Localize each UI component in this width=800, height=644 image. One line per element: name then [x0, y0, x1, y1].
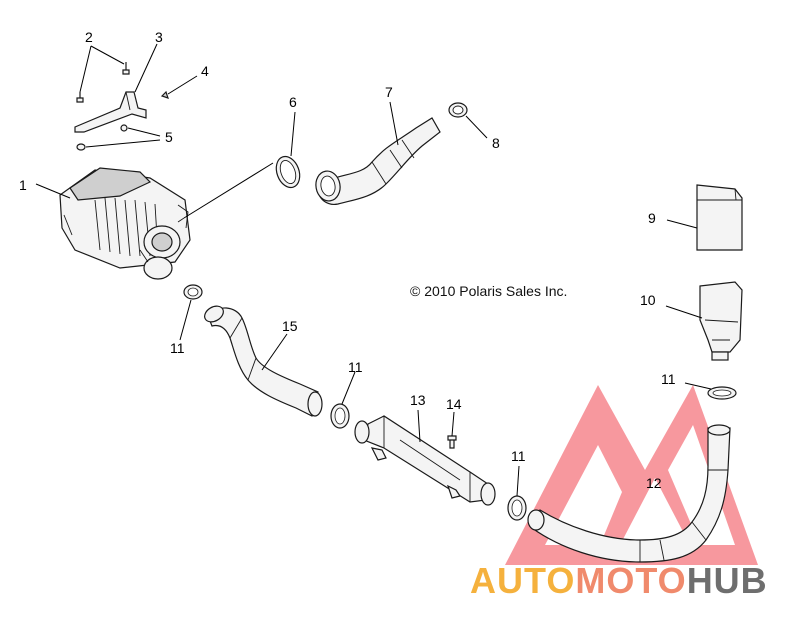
snorkel-part	[699, 281, 743, 361]
callout-14: 14	[446, 396, 462, 412]
leader-lines	[35, 43, 712, 497]
nut-part	[76, 90, 169, 151]
watermark-text: AUTOMOTOHUB	[470, 560, 768, 601]
copyright-notice: © 2010 Polaris Sales Inc.	[410, 283, 567, 299]
watermark-triangle-icon	[505, 385, 758, 565]
callout-4: 4	[201, 63, 209, 79]
callout-6: 6	[289, 94, 297, 110]
callout-1: 1	[19, 177, 27, 193]
watermark-moto: MOTO	[575, 560, 686, 601]
clamp-part-11	[183, 284, 737, 521]
callout-15: 15	[282, 318, 298, 334]
callout-7: 7	[385, 84, 393, 100]
watermark-logo	[505, 385, 758, 565]
bolt-part	[76, 62, 130, 103]
watermark-hub: HUB	[687, 560, 768, 601]
bracket-part	[74, 91, 147, 133]
callout-13: 13	[410, 392, 426, 408]
callout-9: 9	[648, 210, 656, 226]
callout-11-exchanger: 11	[511, 448, 526, 464]
callout-5: 5	[165, 129, 173, 145]
callout-11-intake: 11	[170, 340, 185, 356]
callout-3: 3	[155, 29, 163, 45]
callout-2: 2	[85, 29, 93, 45]
upper-duct-part	[315, 117, 441, 205]
callout-10: 10	[640, 292, 656, 308]
callout-11-snorkel: 11	[661, 371, 676, 387]
screw-part	[447, 435, 457, 449]
callout-labels: 1 2 3 4 5 6 7 8 9 10 11 11 11 11 12 13 1…	[19, 29, 676, 491]
lower-duct-part	[527, 424, 731, 563]
heat-exchanger-part	[354, 415, 496, 506]
callout-11-mid: 11	[348, 359, 363, 375]
intake-tube-part	[204, 305, 323, 417]
filter-block-part	[696, 184, 743, 251]
callout-12: 12	[646, 475, 662, 491]
callout-8: 8	[492, 135, 500, 151]
clamp-part-8	[448, 102, 468, 118]
clamp-part-6	[275, 155, 301, 189]
air-box-part	[59, 167, 191, 280]
watermark-auto: AUTO	[470, 560, 575, 601]
